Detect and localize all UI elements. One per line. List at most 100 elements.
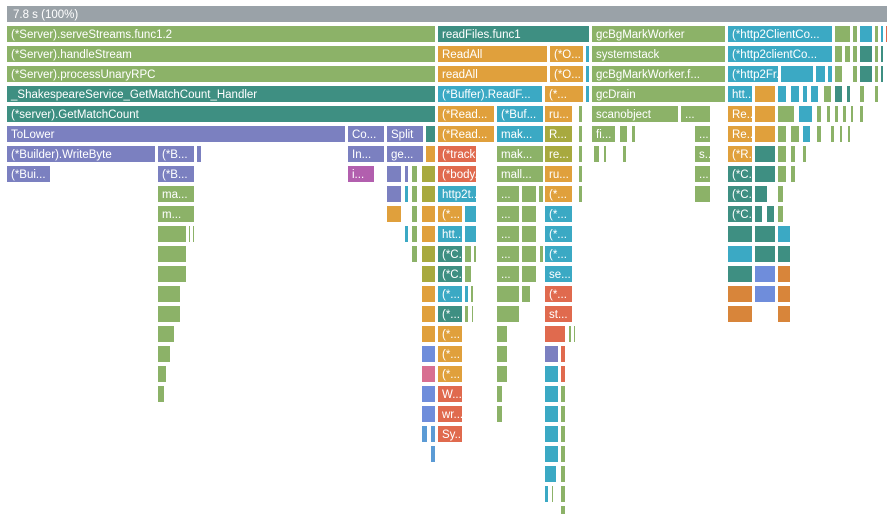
flame-frame[interactable]: (*... bbox=[544, 245, 573, 263]
flame-frame-unlabeled[interactable] bbox=[578, 165, 583, 183]
flame-frame[interactable]: ... bbox=[496, 225, 520, 243]
flame-frame-unlabeled[interactable] bbox=[874, 25, 879, 43]
flame-frame-unlabeled[interactable] bbox=[473, 245, 477, 263]
flame-frame-unlabeled[interactable] bbox=[880, 25, 884, 43]
flame-frame-unlabeled[interactable] bbox=[859, 85, 865, 103]
flame-frame-unlabeled[interactable] bbox=[464, 225, 477, 243]
flame-frame-unlabeled[interactable] bbox=[844, 45, 851, 63]
flame-frame-unlabeled[interactable] bbox=[585, 65, 590, 83]
flame-frame-unlabeled[interactable] bbox=[777, 145, 787, 163]
flame-frame[interactable]: Split bbox=[386, 125, 424, 143]
flame-frame-unlabeled[interactable] bbox=[421, 265, 436, 283]
flame-frame-unlabeled[interactable] bbox=[842, 105, 847, 123]
flame-frame[interactable]: (*body... bbox=[437, 165, 477, 183]
flame-frame-unlabeled[interactable] bbox=[521, 265, 537, 283]
flame-frame-unlabeled[interactable] bbox=[560, 365, 566, 383]
flame-frame-unlabeled[interactable] bbox=[777, 285, 791, 303]
flame-frame[interactable]: (*... bbox=[437, 365, 463, 383]
flame-frame-unlabeled[interactable] bbox=[471, 305, 474, 323]
flame-frame[interactable]: readFiles.func1 bbox=[437, 25, 590, 43]
flame-frame-unlabeled[interactable] bbox=[192, 225, 195, 243]
flame-frame-unlabeled[interactable] bbox=[430, 445, 436, 463]
flame-frame-unlabeled[interactable] bbox=[521, 285, 531, 303]
flame-frame-unlabeled[interactable] bbox=[777, 265, 791, 283]
flame-frame-unlabeled[interactable] bbox=[430, 425, 436, 443]
flame-frame-unlabeled[interactable] bbox=[404, 165, 409, 183]
flame-frame-unlabeled[interactable] bbox=[157, 345, 171, 363]
flame-frame-unlabeled[interactable] bbox=[777, 105, 795, 123]
flame-frame-unlabeled[interactable] bbox=[850, 105, 854, 123]
flame-frame-unlabeled[interactable] bbox=[578, 145, 583, 163]
flame-frame-unlabeled[interactable] bbox=[777, 225, 791, 243]
flame-frame-unlabeled[interactable] bbox=[727, 265, 753, 283]
flame-frame[interactable]: fi... bbox=[591, 125, 616, 143]
flame-frame-unlabeled[interactable] bbox=[157, 285, 181, 303]
flame-frame-unlabeled[interactable] bbox=[727, 305, 753, 323]
flame-frame-unlabeled[interactable] bbox=[539, 245, 544, 263]
flame-frame[interactable]: Re... bbox=[727, 125, 753, 143]
flame-frame-unlabeled[interactable] bbox=[754, 205, 763, 223]
flame-frame[interactable]: (*C... bbox=[437, 245, 463, 263]
flame-frame[interactable]: mall... bbox=[496, 165, 544, 183]
flame-frame-unlabeled[interactable] bbox=[470, 285, 474, 303]
flame-frame-unlabeled[interactable] bbox=[777, 165, 787, 183]
flame-frame[interactable]: ru... bbox=[544, 165, 573, 183]
flame-frame-unlabeled[interactable] bbox=[496, 305, 520, 323]
flame-frame-unlabeled[interactable] bbox=[496, 385, 503, 403]
flame-frame-unlabeled[interactable] bbox=[754, 85, 776, 103]
flame-frame[interactable]: (*... bbox=[437, 285, 463, 303]
flame-frame-unlabeled[interactable] bbox=[754, 165, 776, 183]
flame-frame-unlabeled[interactable] bbox=[496, 345, 508, 363]
flame-frame-unlabeled[interactable] bbox=[754, 225, 776, 243]
flame-frame-unlabeled[interactable] bbox=[777, 305, 791, 323]
flame-frame-unlabeled[interactable] bbox=[560, 445, 566, 463]
flame-frame-unlabeled[interactable] bbox=[585, 45, 590, 63]
flame-frame[interactable]: Re... bbox=[727, 105, 753, 123]
flame-frame[interactable]: (*server).GetMatchCount bbox=[6, 105, 436, 123]
flame-frame-unlabeled[interactable] bbox=[421, 225, 436, 243]
flame-frame-unlabeled[interactable] bbox=[188, 225, 191, 243]
flame-frame-unlabeled[interactable] bbox=[834, 105, 839, 123]
flame-frame-unlabeled[interactable] bbox=[421, 405, 436, 423]
flame-frame[interactable]: (*... bbox=[437, 305, 463, 323]
flame-frame[interactable]: (*... bbox=[437, 205, 463, 223]
flame-frame[interactable]: gcBgMarkWorker bbox=[591, 25, 726, 43]
flame-frame-unlabeled[interactable] bbox=[754, 145, 776, 163]
flame-frame[interactable]: (*C... bbox=[727, 185, 753, 203]
flame-frame[interactable]: (*... bbox=[544, 285, 573, 303]
flame-frame-unlabeled[interactable] bbox=[560, 485, 566, 503]
flame-frame[interactable]: ReadAll bbox=[437, 45, 548, 63]
flame-frame[interactable]: mak... bbox=[496, 125, 544, 143]
flame-frame[interactable]: ToLower bbox=[6, 125, 346, 143]
flame-frame-unlabeled[interactable] bbox=[777, 125, 787, 143]
flame-frame-unlabeled[interactable] bbox=[874, 65, 879, 83]
flame-frame[interactable]: readAll bbox=[437, 65, 548, 83]
flamegraph-root-frame[interactable]: 7.8 s (100%) bbox=[6, 5, 888, 23]
flame-frame[interactable]: re... bbox=[544, 145, 573, 163]
flame-frame-unlabeled[interactable] bbox=[538, 185, 544, 203]
flame-frame-unlabeled[interactable] bbox=[157, 265, 187, 283]
flame-frame-unlabeled[interactable] bbox=[551, 485, 554, 503]
flame-frame-unlabeled[interactable] bbox=[421, 325, 436, 343]
flame-frame-unlabeled[interactable] bbox=[421, 185, 436, 203]
flame-frame-unlabeled[interactable] bbox=[826, 105, 831, 123]
flame-frame-unlabeled[interactable] bbox=[631, 125, 636, 143]
flame-frame-unlabeled[interactable] bbox=[880, 65, 884, 83]
flame-frame-unlabeled[interactable] bbox=[859, 25, 873, 43]
flame-frame-unlabeled[interactable] bbox=[560, 385, 566, 403]
flame-frame[interactable]: s... bbox=[694, 145, 711, 163]
flame-frame-unlabeled[interactable] bbox=[421, 345, 436, 363]
flame-frame[interactable]: (*http2ClientCo... bbox=[727, 25, 833, 43]
flame-frame-unlabeled[interactable] bbox=[816, 125, 822, 143]
flame-frame-unlabeled[interactable] bbox=[521, 225, 537, 243]
flame-frame-unlabeled[interactable] bbox=[619, 125, 628, 143]
flame-frame-unlabeled[interactable] bbox=[560, 425, 566, 443]
flame-frame[interactable]: htt... bbox=[727, 85, 753, 103]
flame-frame-unlabeled[interactable] bbox=[777, 205, 784, 223]
flame-frame-unlabeled[interactable] bbox=[816, 105, 822, 123]
flame-frame[interactable]: htt... bbox=[437, 225, 463, 243]
flame-frame[interactable]: (*C... bbox=[727, 205, 753, 223]
flame-frame-unlabeled[interactable] bbox=[421, 205, 436, 223]
flame-frame-unlabeled[interactable] bbox=[544, 345, 559, 363]
